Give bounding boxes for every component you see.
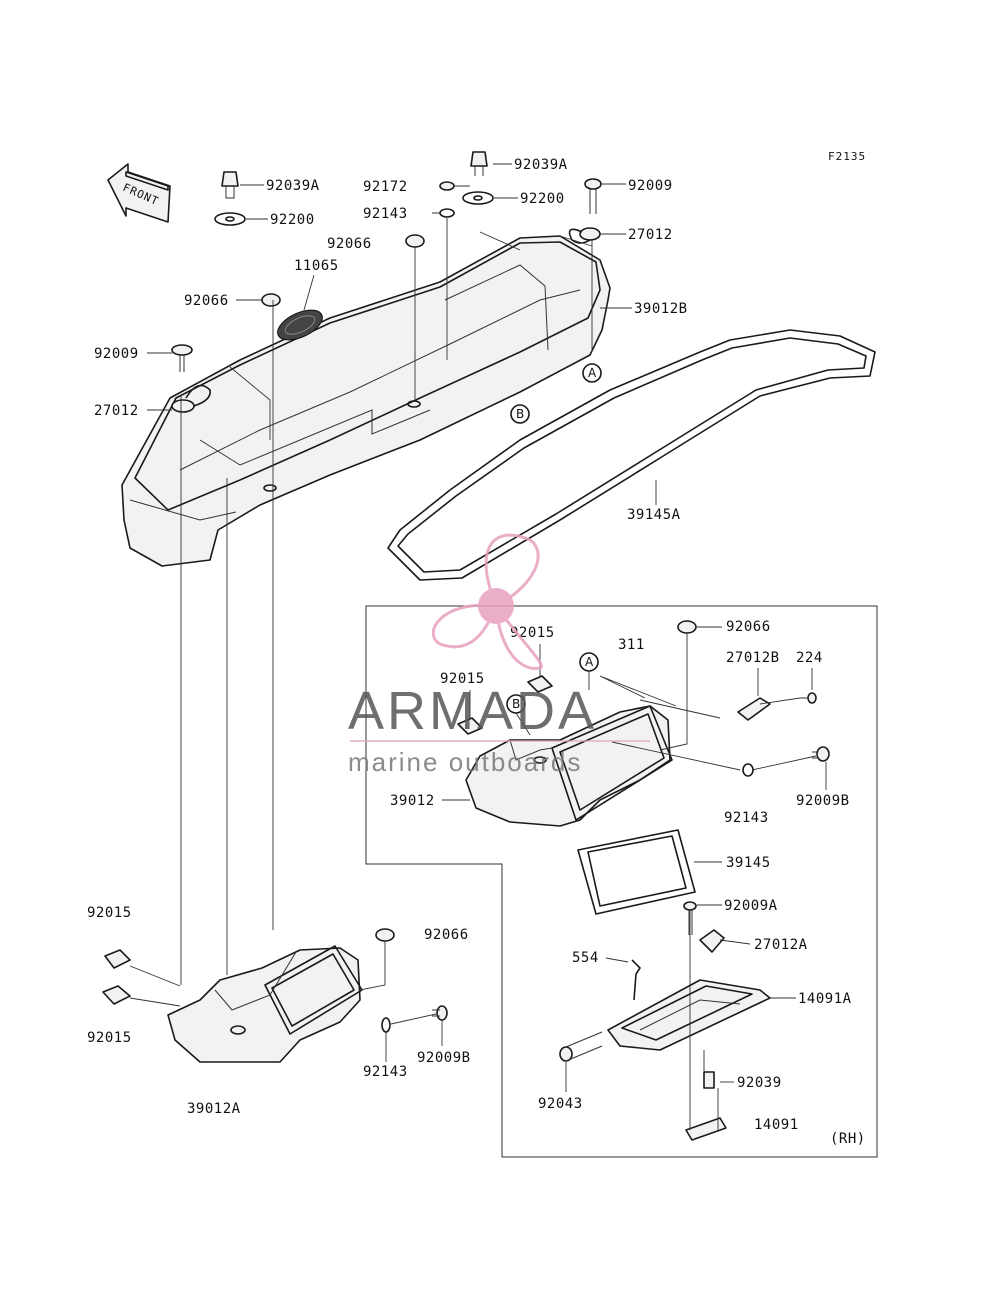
cap-92066-inset [677, 620, 697, 634]
label-27012-right: 27012 [628, 227, 673, 243]
svg-text:A: A [585, 655, 594, 669]
washer-92200-right [462, 191, 494, 205]
watermark-brand: ARMADA [348, 681, 597, 741]
pin-554 [631, 959, 641, 1001]
propeller-logo [431, 533, 543, 670]
pin-92043 [559, 1031, 603, 1062]
bracket-14091 [685, 1117, 727, 1141]
clip-92015-inset-b [457, 717, 483, 735]
label-92143-inset: 92143 [724, 810, 769, 826]
label-92015-upper: 92015 [87, 905, 132, 921]
label-rh: (RH) [830, 1131, 866, 1147]
label-92039A-right: 92039A [514, 157, 568, 173]
label-14091: 14091 [754, 1117, 799, 1133]
intake-cover-upper [121, 235, 611, 567]
label-92143-lower: 92143 [363, 1064, 408, 1080]
label-39012: 39012 [390, 793, 435, 809]
label-92066-lower: 92066 [424, 927, 469, 943]
clip-92015-lower [102, 985, 131, 1005]
svg-text:B: B [512, 697, 520, 711]
svg-text:B: B [516, 407, 524, 421]
label-92066-top: 92066 [327, 236, 372, 252]
label-92066-inset: 92066 [726, 619, 771, 635]
label-39012B: 39012B [634, 301, 688, 317]
label-27012B: 27012B [726, 650, 780, 666]
watermark-tagline: marine outboards [348, 747, 582, 777]
cap-92066-top [405, 234, 425, 248]
label-14091A: 14091A [798, 991, 852, 1007]
label-92009B-inset: 92009B [796, 793, 850, 809]
label-39145: 39145 [726, 855, 771, 871]
label-92009-right: 92009 [628, 178, 673, 194]
intake-39012-detail [465, 705, 673, 827]
label-39145A: 39145A [627, 507, 681, 523]
bracket-27012-left [171, 384, 211, 413]
screw-92009B-inset [812, 746, 830, 762]
label-92043: 92043 [538, 1096, 583, 1112]
clip-92015-upper [104, 949, 131, 969]
screw-92009-left [171, 344, 193, 372]
label-92015-lower: 92015 [87, 1030, 132, 1046]
gasket-39145A [387, 329, 876, 581]
label-27012-left: 27012 [94, 403, 139, 419]
fastener-92039 [703, 1071, 715, 1089]
label-39012A: 39012A [187, 1101, 241, 1117]
label-27012A: 27012A [754, 937, 808, 953]
grille-11065 [277, 309, 323, 341]
cap-92066-lower [375, 928, 395, 942]
cap-92172 [439, 181, 455, 191]
screw-92009-right [584, 178, 602, 214]
clip-92015-inset-a [527, 675, 553, 693]
cap-92066-left [261, 293, 281, 307]
ref-circle-a-main: A [582, 363, 602, 383]
washer-92200-left [214, 212, 246, 226]
armada-watermark: ARMADA marine outboards [348, 533, 650, 777]
label-92015-inset-b: 92015 [440, 671, 485, 687]
part-labels: 92039A 92200 92172 92143 92066 11065 920… [87, 157, 866, 1147]
label-92172: 92172 [363, 179, 408, 195]
label-311: 311 [618, 637, 645, 653]
label-92039A-left: 92039A [266, 178, 320, 194]
detail-inset-box [365, 605, 878, 1158]
label-92066-left: 92066 [184, 293, 229, 309]
label-92009A: 92009A [724, 898, 778, 914]
svg-text:A: A [588, 366, 597, 380]
label-92039: 92039 [737, 1075, 782, 1091]
label-92143-top: 92143 [363, 206, 408, 222]
ref-circle-b-main: B [510, 404, 530, 424]
label-92009-left: 92009 [94, 346, 139, 362]
screw-92039A-right [470, 151, 488, 176]
screw-92039A-left [221, 171, 239, 199]
figure-code: F2135 [828, 150, 866, 163]
gasket-39145 [577, 829, 696, 915]
screw-224 [800, 692, 817, 704]
label-11065: 11065 [294, 258, 339, 274]
label-92200-left: 92200 [270, 212, 315, 228]
front-direction-arrow: FRONT [107, 163, 171, 223]
label-92200-right: 92200 [520, 191, 565, 207]
label-224: 224 [796, 650, 823, 666]
bracket-27012A [699, 929, 725, 953]
label-92009B-lower: 92009B [417, 1050, 471, 1066]
label-554: 554 [572, 950, 599, 966]
